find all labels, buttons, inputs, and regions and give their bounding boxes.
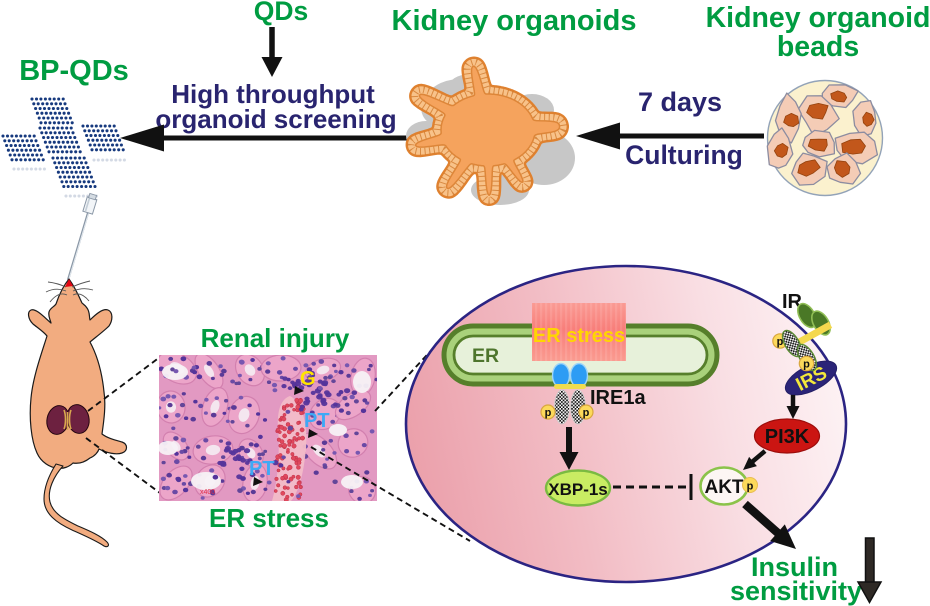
svg-text:ER stress: ER stress (209, 503, 329, 533)
svg-text:QDs: QDs (254, 0, 309, 26)
svg-text:7 days: 7 days (638, 87, 722, 117)
svg-text:PT: PT (249, 458, 275, 480)
svg-text:x400: x400 (200, 489, 215, 496)
svg-text:AKT: AKT (704, 477, 743, 498)
svg-text:PI3K: PI3K (765, 426, 810, 448)
svg-text:High throughput: High throughput (171, 79, 375, 109)
svg-text:p: p (747, 481, 754, 493)
svg-text:IRE1a: IRE1a (590, 387, 646, 409)
svg-text:p: p (545, 407, 552, 419)
svg-text:BP-QDs: BP-QDs (19, 55, 129, 87)
svg-text:Kidney organoid: Kidney organoid (706, 2, 930, 34)
svg-text:ER stress: ER stress (533, 325, 625, 347)
svg-text:Insulin: Insulin (751, 552, 838, 582)
svg-text:beads: beads (777, 31, 859, 63)
svg-text:p: p (803, 359, 810, 371)
svg-text:XBP-1s: XBP-1s (548, 480, 608, 499)
svg-text:ER: ER (472, 345, 499, 367)
svg-text:G: G (300, 368, 316, 390)
svg-text:p: p (583, 407, 590, 419)
svg-text:Culturing: Culturing (625, 140, 743, 170)
svg-text:Kidney organoids: Kidney organoids (392, 5, 637, 37)
svg-text:p: p (777, 336, 784, 348)
svg-text:organoid screening: organoid screening (155, 104, 396, 134)
svg-text:Renal injury: Renal injury (201, 323, 350, 353)
svg-text:sensitivity: sensitivity (730, 576, 862, 606)
svg-text:PT: PT (304, 410, 330, 432)
